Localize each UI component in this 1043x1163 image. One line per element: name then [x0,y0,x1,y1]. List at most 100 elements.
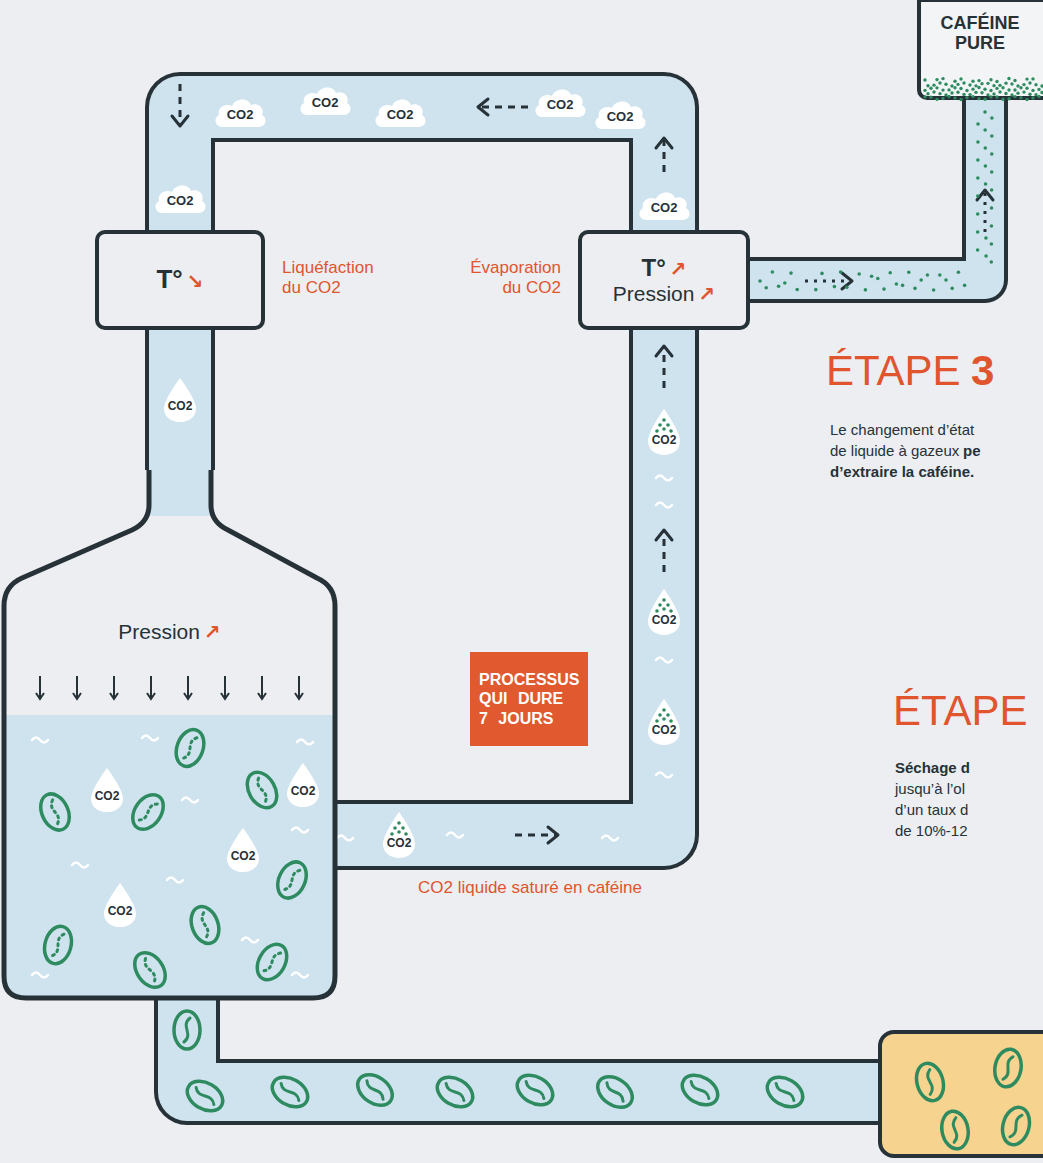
caffeine-dot [956,90,959,93]
liquid-wave [656,773,672,778]
bean-crease [139,800,158,823]
liquid-wave [72,863,88,868]
node-text: T° [156,265,182,295]
caffeine-dot [758,279,762,283]
node-text: CO2 [547,97,574,112]
droplet-outline [648,589,680,635]
pipe-outline [315,330,664,835]
bean-crease [184,1018,190,1042]
caffeine-dot [990,134,994,138]
flow-dash [805,280,852,283]
flow-dash [663,346,666,388]
tank-neck-fill [149,466,211,516]
caffeine-dot [976,158,980,162]
caffeine-dot [971,95,974,98]
bean-outline [241,767,283,813]
flow-dash [663,530,666,572]
flow-chevron [656,138,672,148]
caffeine-dot [1019,86,1022,89]
pressure-arrow [39,676,41,698]
droplet-outline [287,763,319,807]
liquid-wave [167,878,183,883]
node-text: CO2 [651,200,678,215]
step-text: de liquide à gazeux [830,441,959,461]
coffee-bean [992,1047,1024,1089]
trend-arrow: ↗ [670,258,687,281]
co2-droplet: CO2 [223,826,263,874]
pressure-arrow [150,676,152,698]
flow-chevron [548,827,558,843]
caffeine-dot [1013,88,1016,91]
liquid-wave [142,736,158,741]
pipe-connector [750,100,985,280]
coffee-bean [267,1071,313,1113]
caffeine-dot [669,719,673,723]
caffeine-dot [783,281,787,285]
pressure-arrow-head [110,693,118,699]
ddrop-shape [644,587,684,637]
caffeine-dot [789,271,793,275]
caffeine-dot [1025,77,1028,80]
flow-chevron [842,273,852,289]
caffeine-dot [950,84,953,87]
caffeine-dot [984,236,988,240]
caffeine-dot [1034,83,1037,86]
extraction-tank: Pression↗CO2CO2CO2CO2 [4,470,335,1000]
pressure-arrow-head [258,693,266,699]
node-text: Pression [118,620,200,644]
caffeine-dot [944,83,947,86]
caffeine-dot [1037,88,1040,91]
caffeine-dot [992,92,995,95]
caffeine-dot [990,188,994,192]
cloud-outline [155,185,205,213]
caffeine-dot [990,224,994,228]
caffeine-dot [995,80,998,83]
pipe-fill [315,330,664,835]
caffeine-dot [666,713,670,717]
bean-outline [352,1068,398,1111]
ddrop-shape [644,407,684,457]
bean-crease [1010,1114,1022,1139]
node-text: CO2 [652,433,677,447]
bean-outline [126,789,169,835]
caffeine-dot [1022,90,1025,93]
co2-cloud: CO2 [373,96,427,128]
caffeine-dot [959,98,962,101]
flow-chevron [478,99,488,115]
tank-drawing [0,466,340,1015]
caffeine-dot [989,78,992,81]
caffeine-dot [1004,81,1007,84]
flow-dash [515,834,558,837]
bean-crease [47,800,63,824]
caffeine-dot [965,89,968,92]
bean-outline [677,1069,723,1111]
caffeine-dot [983,88,986,91]
bean-outline [267,1071,313,1113]
liquid-wave [182,798,198,803]
caffeine-dot [986,82,989,85]
caffeine-dot [968,93,971,96]
caffeine-dot [962,93,965,96]
caffeine-dot [1040,91,1043,94]
caffeine-droplet: CO2 [644,697,684,747]
droplet-outline [104,883,136,927]
bean-crease [141,958,160,981]
caffeine-dot [983,128,987,132]
caffeine-dot [953,96,956,99]
bean-crease [773,1083,797,1100]
cloud-outline [300,87,350,115]
node-text: CO2 [291,784,316,798]
coffee-bean [592,1070,638,1113]
caffeine-dot [404,832,408,836]
caffeine-dot [990,116,994,120]
caffeine-droplet: CO2 [379,810,419,860]
pressure-arrow-head [221,693,229,699]
caffeine-dot [658,713,662,717]
process-label: Liquéfaction du CO2 [282,258,394,299]
flow-chevron [656,530,672,540]
droplet-outline [648,699,680,745]
droplet-outline [648,409,680,455]
bean-crease [523,1081,547,1098]
node-text: CO2 [227,107,254,122]
ddrop-shape [644,697,684,747]
